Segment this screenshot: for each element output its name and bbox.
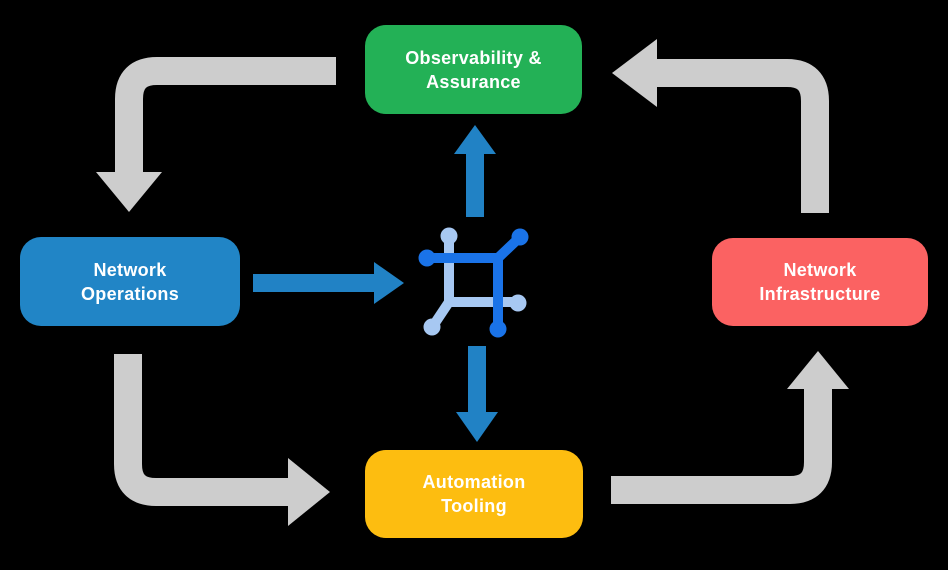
network-mesh-icon [418,227,529,338]
node-label-line: Observability & [405,47,542,68]
cycle-arrow-operations-to-tooling [114,354,330,526]
node-label-line: Assurance [426,71,521,92]
node-network-operations: Network Operations [20,237,240,326]
node-label-line: Operations [80,283,180,304]
node-network-infrastructure: Network Infrastructure [712,238,928,326]
node-label-line: Network [93,259,167,280]
node-automation-tooling: Automation Tooling [365,450,583,538]
cycle-arrow-infrastructure-to-observability [612,39,829,213]
node-label-line: Network [783,260,857,280]
cycle-arrow-tooling-to-infrastructure [611,351,849,504]
node-observability-assurance: Observability & Assurance [365,25,582,114]
node-label-line: Infrastructure [759,284,881,304]
cycle-arrow-observability-to-operations [96,57,336,212]
data-arrow-center-to-tooling [456,346,498,442]
node-label-line: Tooling [441,496,507,516]
node-label-line: Automation [422,472,526,492]
data-arrow-operations-to-center [253,262,404,304]
data-arrow-center-to-observability [454,125,496,217]
